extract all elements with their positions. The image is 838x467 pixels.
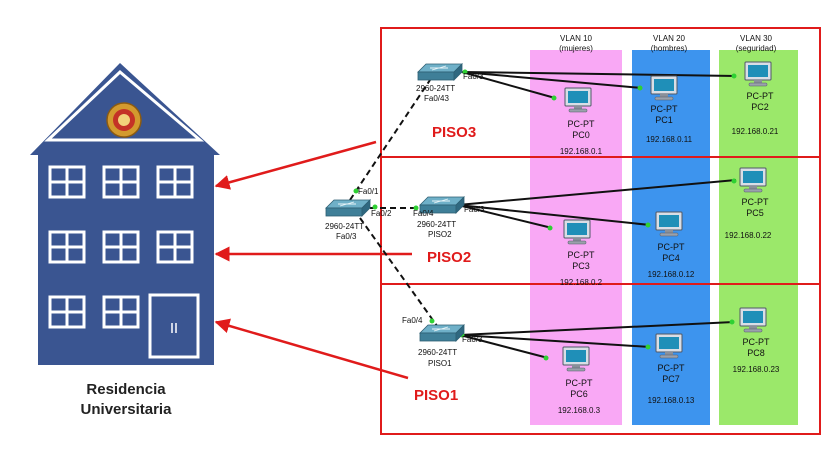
switch-piso1-model: 2960-24TT xyxy=(418,348,457,357)
floor-label-piso3: PISO3 xyxy=(432,124,476,141)
vlan-10-sublabel: (mujeres) xyxy=(559,44,593,53)
switch-piso2-model: 2960-24TT xyxy=(417,220,456,229)
building-illustration xyxy=(30,63,220,365)
switch-piso1-port-down: Fa0/3 xyxy=(462,335,483,344)
network-frame xyxy=(380,27,821,435)
pc3-type: PC-PT xyxy=(568,250,596,260)
access-links xyxy=(457,71,737,359)
pc8-ip: 192.168.0.23 xyxy=(733,365,780,374)
switch-piso3-model: 2960-24TT xyxy=(416,84,455,93)
building-body xyxy=(38,155,214,365)
switch-piso1-port-uplink: Fa0/4 xyxy=(402,316,423,325)
pc1-name: PC1 xyxy=(655,115,673,125)
pc2-name: PC2 xyxy=(751,102,769,112)
vlan-20-column xyxy=(632,50,710,425)
core-port-top: Fa0/1 xyxy=(358,187,379,196)
university-seal-icon xyxy=(106,102,142,138)
pc6-name: PC6 xyxy=(570,389,588,399)
pc5-ip: 192.168.0.22 xyxy=(725,231,772,240)
pc0-ip: 192.168.0.1 xyxy=(560,147,603,156)
floor-label-piso2: PISO2 xyxy=(427,249,471,266)
vlan-30-sublabel: (seguridad) xyxy=(736,44,777,53)
trunk-link-core-piso3 xyxy=(349,79,431,201)
pc1-ip: 192.168.0.11 xyxy=(646,135,693,144)
building-windows xyxy=(48,165,194,329)
pc7-type: PC-PT xyxy=(658,363,686,373)
pc7-ip: 192.168.0.13 xyxy=(648,396,695,405)
pc5-name: PC5 xyxy=(746,208,764,218)
vlan-30-label: VLAN 30 xyxy=(740,34,773,43)
arrow-piso3 xyxy=(214,140,377,190)
vlan-30-column xyxy=(719,50,798,425)
switch-piso1-icon[interactable] xyxy=(419,324,465,342)
switch-piso2-port-down: Fa0/3 xyxy=(464,205,485,214)
vlan-20-sublabel: (hombres) xyxy=(651,44,688,53)
pc1-type: PC-PT xyxy=(651,104,679,114)
pc4-ip: 192.168.0.12 xyxy=(648,270,695,279)
pc2-type: PC-PT xyxy=(747,91,775,101)
core-port-bottom: Fa0/3 xyxy=(336,232,357,241)
pc3-name: PC3 xyxy=(572,261,590,271)
core-port-right: Fa0/2 xyxy=(371,209,392,218)
pc0-name: PC0 xyxy=(572,130,590,140)
pc4-type: PC-PT xyxy=(658,242,686,252)
core-switch-model: 2960-24TT xyxy=(325,222,364,231)
pc3-ip: 192.168.0.2 xyxy=(560,278,603,287)
switch-piso2-port-uplink: Fa0/4 xyxy=(413,209,434,218)
pc7-name: PC7 xyxy=(662,374,680,384)
switch-piso1-name: PISO1 xyxy=(428,359,452,368)
pc4-name: PC4 xyxy=(662,253,680,263)
building-name-line2: Universitaria xyxy=(81,401,173,418)
pc0-type: PC-PT xyxy=(568,119,596,129)
vlan-10-label: VLAN 10 xyxy=(560,34,593,43)
roof-trim xyxy=(44,69,205,142)
switch-piso2-name: PISO2 xyxy=(428,230,452,239)
building-name-line1: Residencia xyxy=(86,381,166,398)
switch-piso3-port-uplink: Fa0/43 xyxy=(424,94,449,103)
pc6-ip: 192.168.0.3 xyxy=(558,406,601,415)
vlan-20-label: VLAN 20 xyxy=(653,34,686,43)
pc6-type: PC-PT xyxy=(566,378,594,388)
building-door xyxy=(148,293,200,359)
floor-label-piso1: PISO1 xyxy=(414,387,458,404)
pc8-type: PC-PT xyxy=(743,337,771,347)
pc5-type: PC-PT xyxy=(742,197,770,207)
pc8-name: PC8 xyxy=(747,348,765,358)
trunk-link-core-piso1 xyxy=(359,217,441,331)
core-switch-icon[interactable] xyxy=(325,199,371,217)
pc2-ip: 192.168.0.21 xyxy=(732,127,779,136)
switch-piso3-icon[interactable] xyxy=(417,63,463,81)
arrow-piso1 xyxy=(214,318,409,380)
switch-piso3-port-down: Fa0/3 xyxy=(463,72,484,81)
